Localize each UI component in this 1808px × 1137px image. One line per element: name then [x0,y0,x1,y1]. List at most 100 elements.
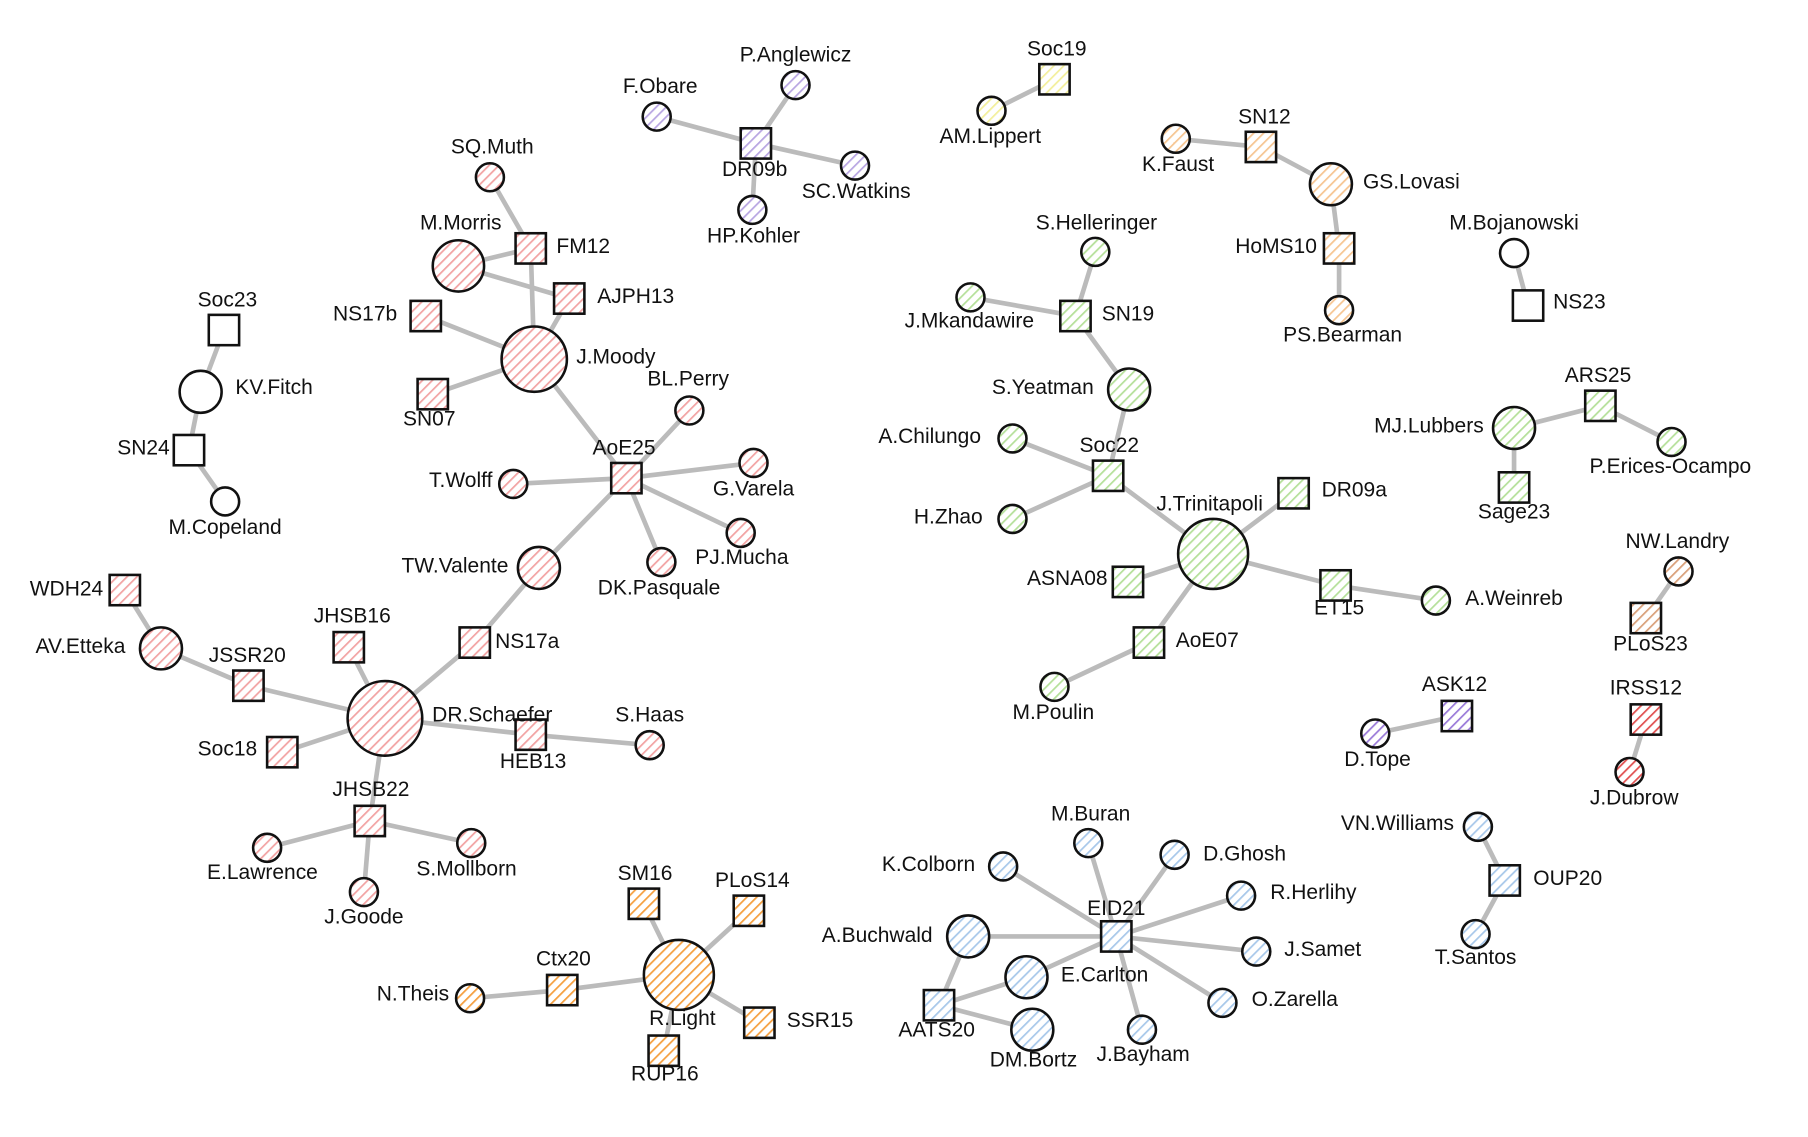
node-aoe07[interactable] [1132,626,1166,659]
node-j-samet[interactable] [1240,936,1272,967]
node-label-ns23: NS23 [1553,291,1606,314]
node-av-etteka[interactable] [138,626,184,671]
node-eid21[interactable] [1099,919,1133,953]
node-vn-williams[interactable] [1462,811,1494,843]
node-soc23[interactable] [207,313,241,347]
node-s-helleringer[interactable] [1080,236,1111,268]
node-r-herlihy[interactable] [1225,880,1257,911]
node-label-j-samet: J.Samet [1284,938,1361,961]
node-s-haas[interactable] [634,729,665,761]
node-g-varela[interactable] [738,447,769,479]
node-n-theis[interactable] [454,982,486,1014]
node-m-poulin[interactable] [1039,671,1070,703]
node-d-ghosh[interactable] [1159,839,1190,871]
node-ns17b[interactable] [409,299,443,333]
node-hp-kohler[interactable] [737,194,768,226]
node-k-colborn[interactable] [987,851,1019,882]
node-label-plos14: PLoS14 [715,869,790,892]
node-e-lawrence[interactable] [251,832,283,864]
node-r-light[interactable] [642,938,716,1012]
node-ajph13[interactable] [552,282,586,315]
node-label-rup16: RUP16 [631,1063,699,1086]
node-p-anglewicz[interactable] [780,69,811,101]
node-sage23[interactable] [1497,471,1531,504]
node-sn24[interactable] [172,433,206,467]
node-label-a-weinreb: A.Weinreb [1465,587,1563,610]
node-a-buchwald[interactable] [945,914,991,959]
node-plos23[interactable] [1629,601,1663,635]
node-m-buran[interactable] [1073,827,1104,859]
node-sn19[interactable] [1059,299,1092,333]
node-m-bojanowski[interactable] [1498,237,1530,269]
node-aats20[interactable] [922,988,956,1022]
node-soc19[interactable] [1038,62,1071,96]
node-dr09a[interactable] [1277,476,1311,510]
node-heb13[interactable] [514,718,548,752]
node-s-yeatman[interactable] [1106,367,1152,412]
node-label-hp-kohler: HP.Kohler [707,224,800,247]
node-t-wolff[interactable] [497,468,529,500]
node-bl-perry[interactable] [674,395,705,426]
node-o-zarella[interactable] [1207,987,1238,1019]
node-jssr20[interactable] [232,669,265,703]
node-homs10[interactable] [1322,231,1356,265]
node-tw-valente[interactable] [516,545,562,591]
node-p-erices-ocampo[interactable] [1656,426,1687,458]
node-d-tope[interactable] [1359,718,1391,749]
node-am-lippert[interactable] [976,95,1007,127]
node-wdh24[interactable] [108,573,142,607]
node-dk-pasquale[interactable] [646,546,677,578]
node-m-copeland[interactable] [209,486,241,517]
node-a-chilungo[interactable] [997,423,1028,454]
node-k-faust[interactable] [1160,123,1192,155]
node-jhsb16[interactable] [332,630,366,664]
node-ns23[interactable] [1511,289,1545,322]
node-ssr15[interactable] [742,1006,776,1040]
node-asna08[interactable] [1111,565,1145,599]
node-ars25[interactable] [1583,389,1617,423]
node-jhsb22[interactable] [353,804,387,838]
node-m-morris[interactable] [431,238,486,293]
node-sc-watkins[interactable] [839,150,871,181]
node-j-goode[interactable] [348,876,380,908]
node-t-santos[interactable] [1460,918,1491,950]
node-gs-lovasi[interactable] [1308,161,1354,207]
node-dr09b[interactable] [739,126,773,160]
node-ctx20[interactable] [545,973,579,1007]
node-sn07[interactable] [416,377,450,411]
node-sq-muth[interactable] [474,161,506,193]
node-s-mollborn[interactable] [455,827,487,859]
node-nw-landry[interactable] [1663,556,1694,587]
node-oup20[interactable] [1488,864,1522,897]
node-et15[interactable] [1319,568,1353,602]
node-ps-bearman[interactable] [1323,294,1355,326]
node-f-obare[interactable] [641,101,672,132]
node-j-trinitapoli[interactable] [1176,517,1250,591]
node-e-carlton[interactable] [1004,954,1049,1000]
node-soc22[interactable] [1091,459,1125,493]
node-fm12[interactable] [514,231,548,265]
node-rup16[interactable] [647,1034,681,1068]
node-sm16[interactable] [627,887,661,921]
node-j-mkandawire[interactable] [955,282,986,313]
node-label-ns17b: NS17b [333,302,397,325]
node-dm-bortz[interactable] [1010,1007,1055,1052]
node-plos14[interactable] [732,894,766,928]
node-sn12[interactable] [1244,130,1278,164]
node-pj-mucha[interactable] [725,517,756,549]
node-kv-fitch[interactable] [178,369,223,415]
node-aoe25[interactable] [609,461,643,495]
node-j-moody[interactable] [500,325,569,394]
node-mj-lubbers[interactable] [1491,405,1537,451]
node-h-zhao[interactable] [997,503,1028,535]
node-label-sc-watkins: SC.Watkins [802,180,911,203]
node-a-weinreb[interactable] [1420,585,1452,616]
node-ask12[interactable] [1440,699,1474,733]
node-soc18[interactable] [265,735,299,769]
node-j-bayham[interactable] [1126,1014,1158,1045]
node-ns17a[interactable] [458,626,492,659]
node-dr-schaefer[interactable] [346,679,424,757]
node-label-ars25: ARS25 [1565,364,1632,387]
node-irss12[interactable] [1629,703,1663,736]
node-j-dubrow[interactable] [1614,756,1645,788]
